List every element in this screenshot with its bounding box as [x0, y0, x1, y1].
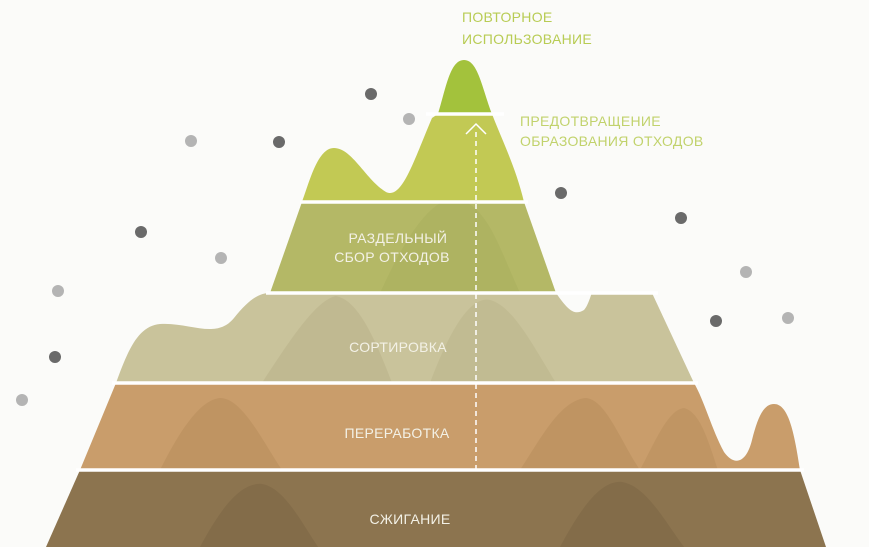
dot: [365, 88, 377, 100]
prevention-label: ПРЕДОТВРАЩЕНИЕ ОБРАЗОВАНИЯ ОТХОДОВ: [520, 113, 704, 149]
reuse-peak: [438, 60, 492, 114]
tier-separators: [76, 112, 804, 472]
recycling-inner-ridge-2: [520, 398, 640, 470]
recycling-label: ПЕРЕРАБОТКА: [344, 425, 449, 441]
dot: [740, 266, 752, 278]
reuse-label: ПОВТОРНОЕ ИСПОЛЬЗОВАНИЕ: [462, 9, 592, 47]
dot: [555, 187, 567, 199]
incineration-label-text: СЖИГАНИЕ: [370, 511, 451, 527]
dot: [403, 113, 415, 125]
reuse-label-line-2: ИСПОЛЬЗОВАНИЕ: [462, 31, 592, 47]
reuse-label-line-1: ПОВТОРНОЕ: [462, 9, 553, 25]
dot: [710, 315, 722, 327]
incineration-inner-ridge: [200, 483, 318, 547]
separate-collection-inner-ridge: [380, 202, 520, 293]
recycling-inner-ridge-3: [640, 408, 718, 470]
dot: [135, 226, 147, 238]
prevention-label-line-2: ОБРАЗОВАНИЯ ОТХОДОВ: [520, 133, 704, 149]
separate-collection-band: [270, 202, 556, 293]
dot: [49, 351, 61, 363]
dot: [273, 136, 285, 148]
dot: [185, 135, 197, 147]
upward-arrow: [465, 122, 487, 470]
dot: [215, 252, 227, 264]
separate-collection-label-line-1: РАЗДЕЛЬНЫЙ: [348, 229, 447, 246]
incineration-band: [46, 470, 826, 547]
dot: [16, 394, 28, 406]
sorting-label-text: СОРТИРОВКА: [349, 339, 447, 355]
dot: [52, 285, 64, 297]
dot: [675, 212, 687, 224]
arrow-head-icon: [465, 122, 487, 135]
incineration-label: СЖИГАНИЕ: [370, 511, 451, 527]
dot: [782, 312, 794, 324]
separate-collection-label-line-2: СБОР ОТХОДОВ: [334, 249, 449, 265]
recycling-label-text: ПЕРЕРАБОТКА: [344, 425, 449, 441]
prevention-label-line-1: ПРЕДОТВРАЩЕНИЕ: [520, 113, 661, 129]
sorting-band: [116, 293, 694, 383]
sorting-inner-ridge-2: [430, 299, 556, 383]
sorting-inner-ridge: [262, 296, 392, 383]
sorting-label: СОРТИРОВКА: [349, 339, 447, 355]
decor-dots: [16, 88, 794, 406]
prevention-band: [302, 114, 524, 202]
recycling-band: [80, 383, 800, 470]
recycling-inner-ridge: [160, 398, 282, 470]
separate-collection-label: РАЗДЕЛЬНЫЙ СБОР ОТХОДОВ: [334, 229, 451, 265]
incineration-inner-ridge-2: [560, 481, 684, 547]
